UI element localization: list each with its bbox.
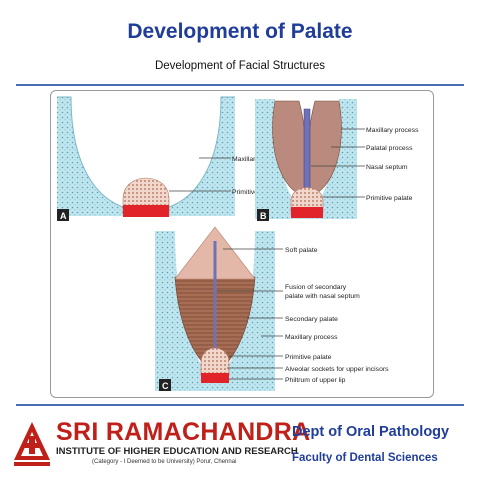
panel-c-primitive-palate — [200, 347, 230, 376]
page-title: Development of Palate — [127, 20, 353, 43]
panel-c-label-fusion-2: palate with nasal septum — [285, 293, 360, 300]
panel-c-label-soft: Soft palate — [285, 247, 318, 254]
brand-category: (Category - I Deemed to be University) P… — [92, 459, 237, 465]
page-subtitle: Development of Facial Structures — [154, 60, 326, 72]
panel-b-label-septum: Nasal septum — [366, 164, 408, 171]
department-name: Dept of Oral Pathology — [292, 424, 450, 440]
panel-c-label-philtrum: Philtrum of upper lip — [285, 377, 346, 384]
panel-a-primitive-palate — [122, 177, 170, 214]
brand-subtitle: INSTITUTE OF HIGHER EDUCATION AND RESEAR… — [56, 446, 298, 457]
panel-b: Maxillary process Palatal process Nasal … — [255, 99, 419, 221]
panel-b-label-primitive: Primitive palate — [366, 195, 413, 202]
panel-b-nasal-septum — [303, 108, 311, 196]
panel-a-lip-band — [123, 205, 169, 217]
panel-c-label-alveolar: Alveolar sockets for upper incisors — [285, 366, 389, 373]
panel-b-lip-band — [291, 207, 323, 218]
brand-name: SRI RAMACHANDRA — [56, 418, 311, 446]
panel-b-letter-box — [257, 209, 269, 221]
panel-c-letter: C — [162, 381, 169, 391]
panel-b-label-maxillary: Maxillary process — [366, 127, 419, 134]
palate-diagram: Maxillary process Primitive palate A Max… — [57, 96, 419, 391]
panel-b-letter: B — [260, 211, 267, 221]
sri-ramachandra-logo-icon — [14, 422, 50, 466]
bottom-divider — [16, 404, 464, 406]
panel-a-letter-box — [57, 209, 69, 221]
panel-c-letter-box — [159, 379, 171, 391]
panel-a-maxillary-process — [57, 97, 235, 216]
panel-c: Soft palate Fusion of secondary palate w… — [155, 226, 389, 391]
top-divider — [16, 84, 464, 86]
panel-c-label-maxillary: Maxillary process — [285, 334, 338, 341]
panel-c-maxillary-process — [155, 231, 275, 391]
panel-c-label-primitive: Primitive palate — [285, 354, 332, 361]
palate-development-figure: Maxillary process Primitive palate A Max… — [50, 90, 434, 398]
panel-a: Maxillary process Primitive palate A — [57, 96, 285, 221]
panel-b-label-palatal: Palatal process — [366, 145, 413, 152]
panel-c-label-secondary: Secondary palate — [285, 316, 338, 323]
panel-c-label-fusion-1: Fusion of secondary — [285, 284, 347, 291]
panel-c-lip-band — [201, 373, 229, 383]
panel-b-maxillary-process — [255, 99, 357, 219]
panel-a-letter: A — [60, 211, 67, 221]
faculty-name: Faculty of Dental Sciences — [292, 452, 438, 464]
